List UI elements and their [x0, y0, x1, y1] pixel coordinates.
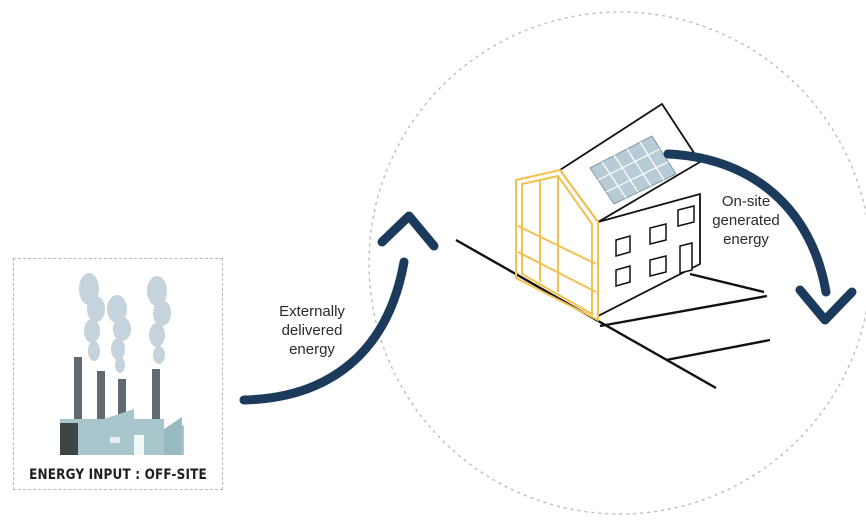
external-energy-label: Externally delivered energy [279, 303, 345, 358]
onsite-energy-arrow [663, 149, 857, 325]
timber-frame [515, 168, 599, 322]
smoke-plumes [79, 273, 171, 373]
factory-building [60, 409, 184, 455]
offsite-caption: ENERGY INPUT : OFF-SITE [29, 467, 207, 483]
onsite-energy-label: On-site generated energy [712, 193, 780, 248]
factory-icon [60, 273, 184, 455]
solar-panels [589, 135, 677, 205]
house-windows [615, 205, 695, 287]
offsite-energy-box: ENERGY INPUT : OFF-SITE [13, 258, 223, 490]
external-energy-arrow [239, 211, 439, 405]
chimneys [74, 357, 160, 419]
house-illustration [515, 102, 702, 322]
site-boundary-circle [368, 11, 866, 515]
